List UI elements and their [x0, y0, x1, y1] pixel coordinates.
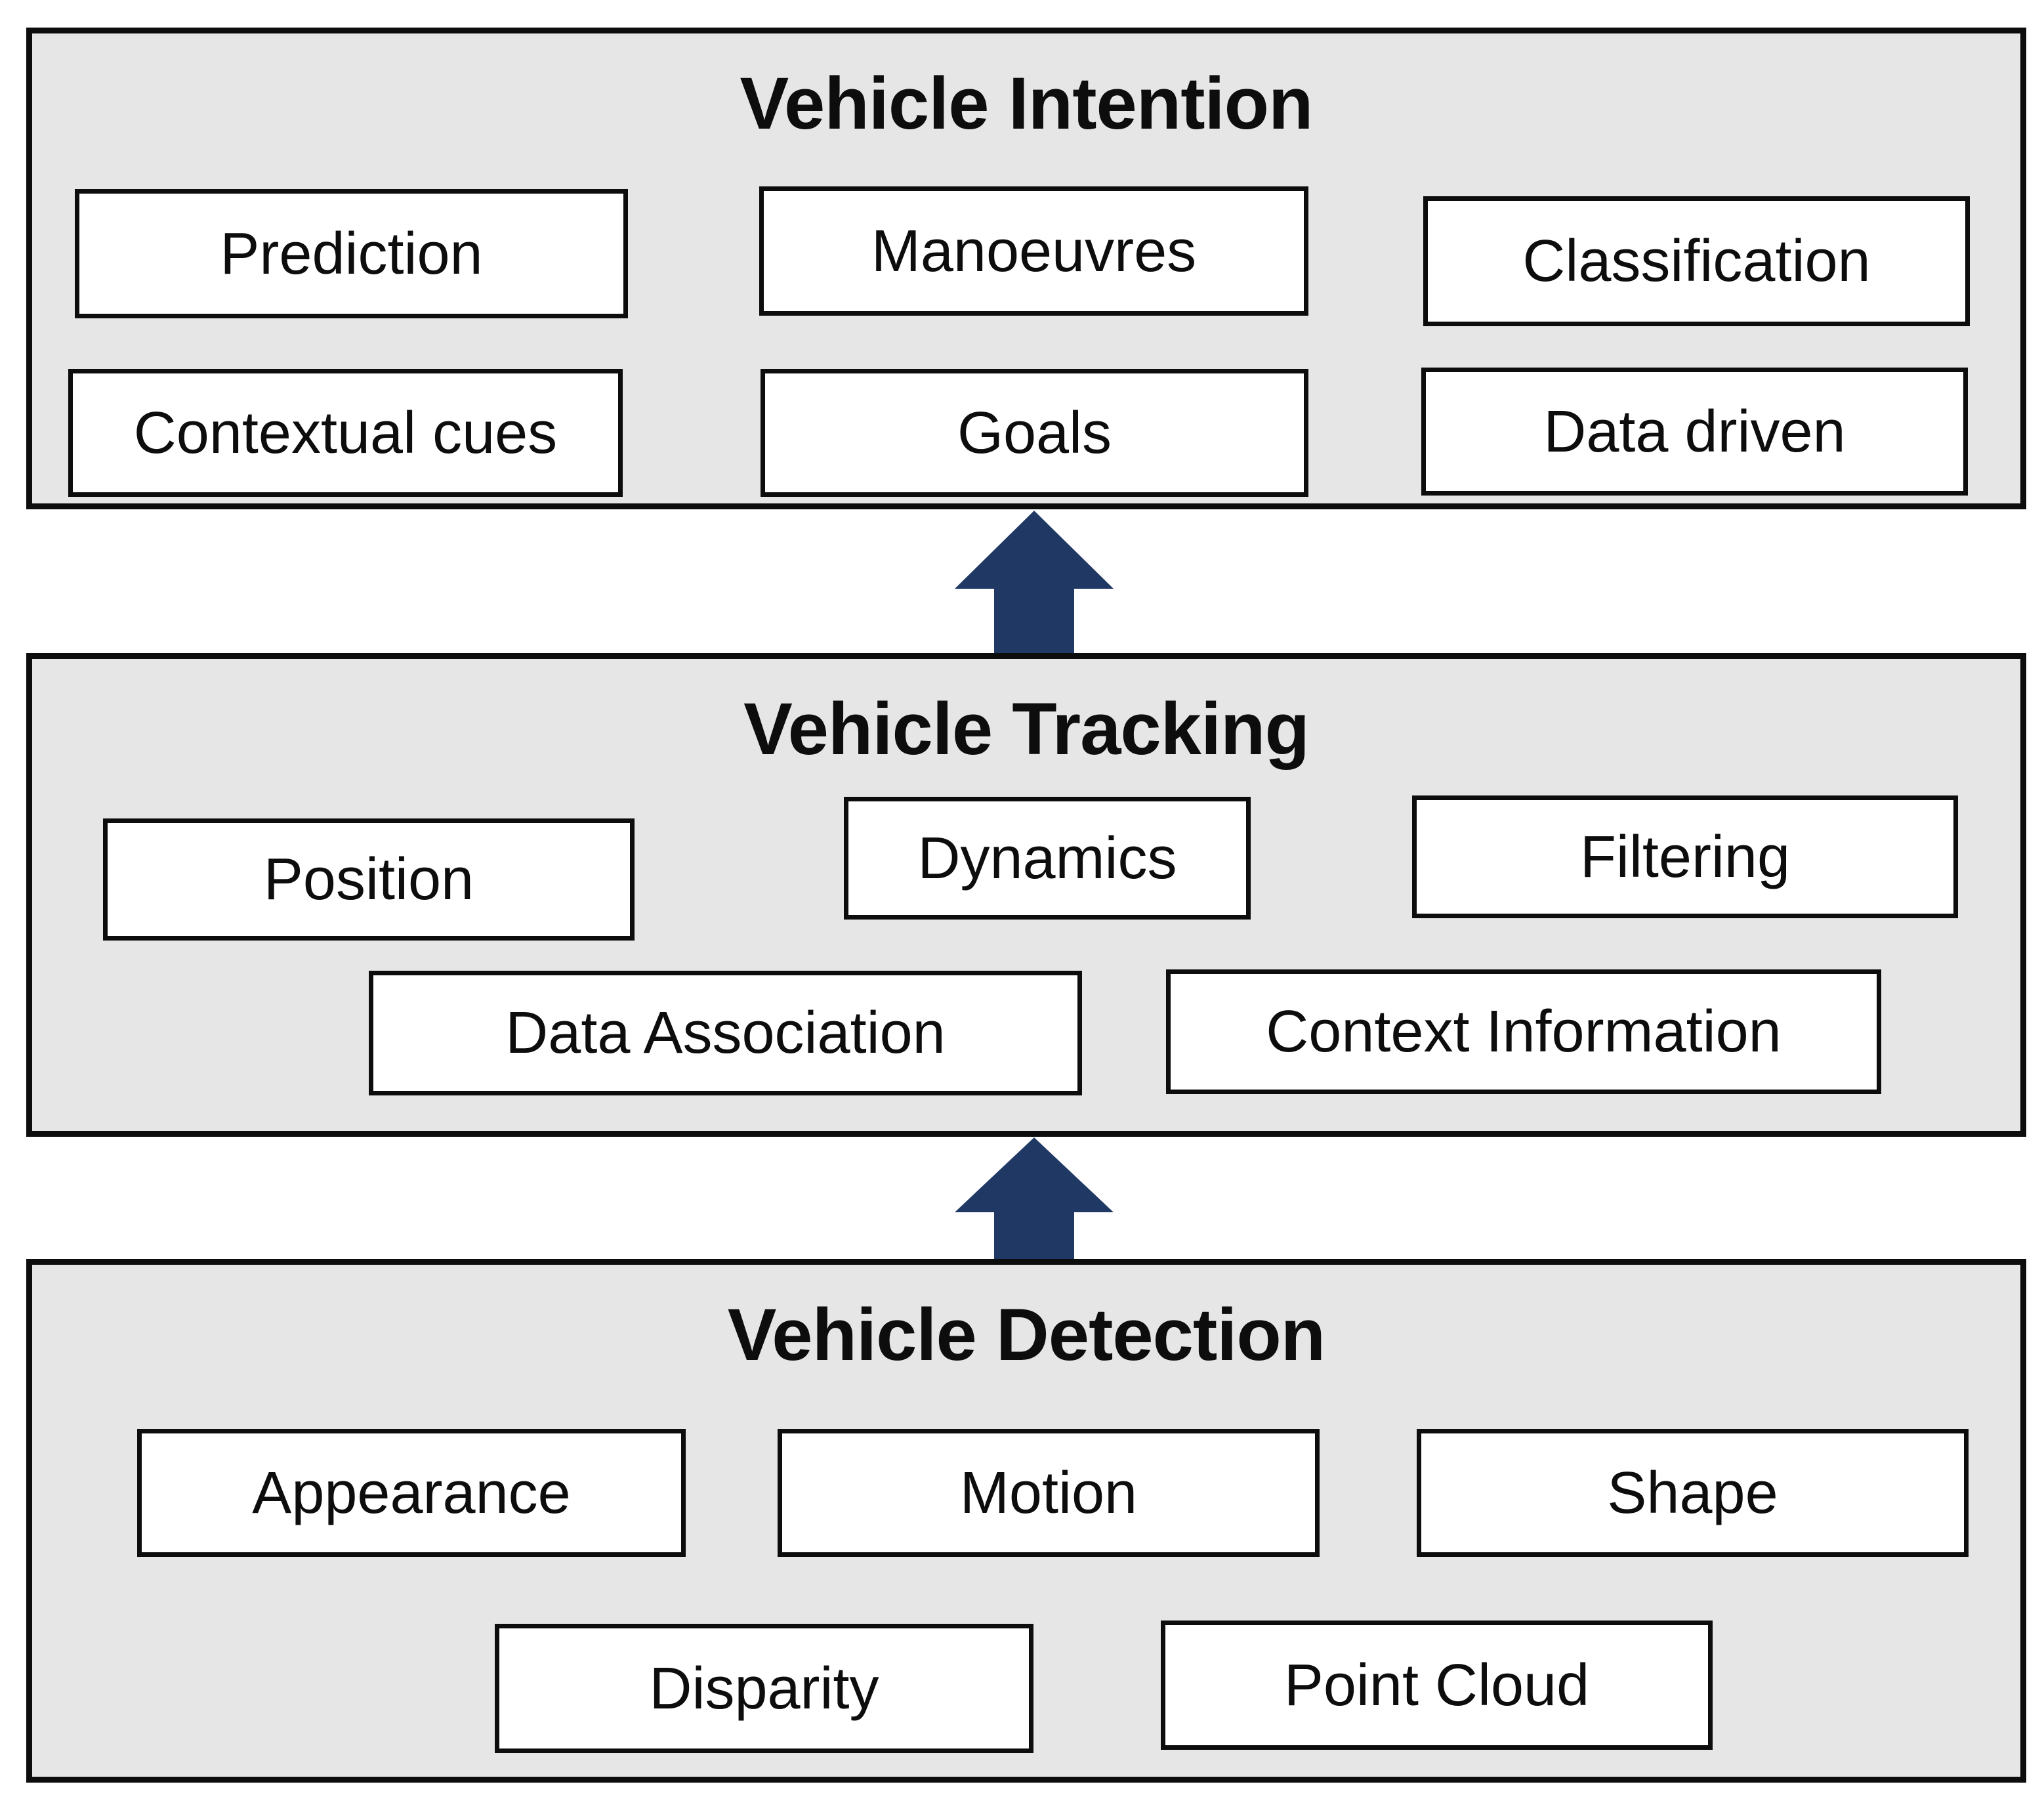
box-context-information: Context Information	[1166, 969, 1881, 1094]
box-classification: Classification	[1423, 196, 1970, 326]
panel-title-vehicle-detection: Vehicle Detection	[727, 1294, 1325, 1376]
box-filtering: Filtering	[1412, 795, 1958, 918]
box-prediction-label: Prediction	[220, 221, 483, 287]
box-data-association: Data Association	[369, 971, 1082, 1095]
box-disparity-label: Disparity	[649, 1655, 879, 1722]
box-dynamics: Dynamics	[844, 797, 1251, 920]
box-position-label: Position	[263, 847, 474, 912]
panel-title-vehicle-intention: Vehicle Intention	[740, 62, 1314, 144]
up-arrow-icon-tracking-to-intention	[955, 511, 1114, 653]
up-arrow-head	[955, 1137, 1114, 1212]
box-classification-label: Classification	[1522, 228, 1871, 294]
up-arrow-stem	[994, 588, 1074, 653]
box-contextual-cues-label: Contextual cues	[133, 400, 558, 466]
box-appearance-label: Appearance	[252, 1460, 571, 1526]
box-goals: Goals	[761, 369, 1308, 497]
panel-vehicle-intention: Vehicle Intention Prediction Manoeuvres …	[26, 28, 2026, 509]
box-motion: Motion	[778, 1429, 1320, 1557]
box-manoeuvres: Manoeuvres	[759, 186, 1308, 316]
up-arrow-head	[955, 511, 1114, 589]
box-position: Position	[103, 818, 635, 941]
box-context-information-label: Context Information	[1266, 999, 1782, 1065]
box-manoeuvres-label: Manoeuvres	[871, 218, 1197, 284]
box-data-association-label: Data Association	[505, 1000, 946, 1066]
box-point-cloud: Point Cloud	[1161, 1621, 1713, 1750]
box-point-cloud-label: Point Cloud	[1283, 1652, 1590, 1718]
panel-vehicle-detection: Vehicle Detection Appearance Motion Shap…	[26, 1259, 2026, 1783]
box-goals-label: Goals	[957, 400, 1112, 466]
box-prediction: Prediction	[75, 189, 628, 318]
up-arrow-stem	[994, 1212, 1074, 1259]
box-shape: Shape	[1417, 1429, 1969, 1557]
box-motion-label: Motion	[959, 1460, 1138, 1526]
box-filtering-label: Filtering	[1579, 824, 1791, 890]
box-shape-label: Shape	[1607, 1460, 1778, 1526]
panel-vehicle-tracking: Vehicle Tracking Position Dynamics Filte…	[26, 653, 2026, 1137]
box-data-driven-label: Data driven	[1543, 398, 1846, 465]
box-dynamics-label: Dynamics	[917, 825, 1177, 891]
box-appearance: Appearance	[137, 1429, 686, 1557]
up-arrow-icon-detection-to-tracking	[955, 1137, 1114, 1259]
panel-title-vehicle-tracking: Vehicle Tracking	[743, 688, 1310, 770]
box-data-driven: Data driven	[1421, 368, 1968, 496]
box-contextual-cues: Contextual cues	[68, 369, 623, 497]
box-disparity: Disparity	[495, 1624, 1033, 1753]
